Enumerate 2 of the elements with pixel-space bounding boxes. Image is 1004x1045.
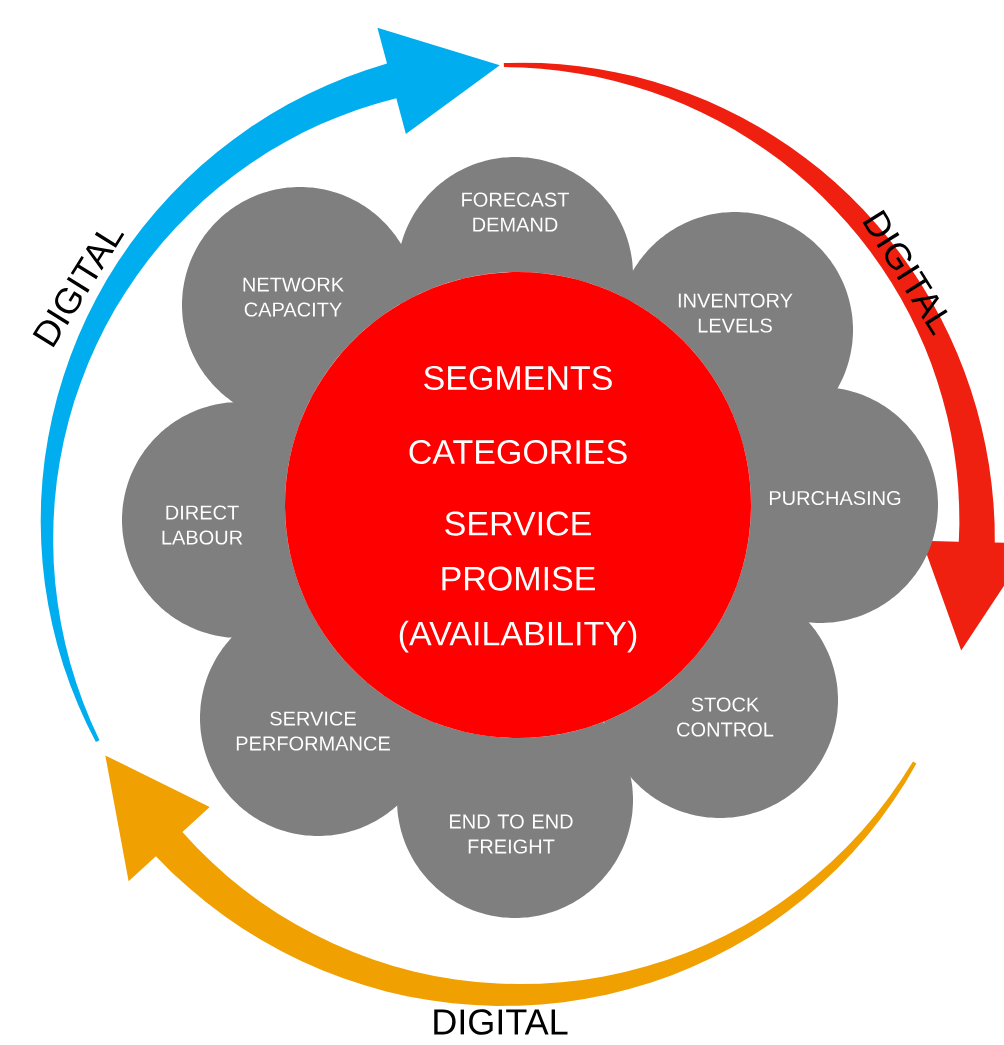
arrow-label: DIGITAL	[434, 1009, 568, 1035]
node-label: PURCHASING	[769, 490, 901, 506]
